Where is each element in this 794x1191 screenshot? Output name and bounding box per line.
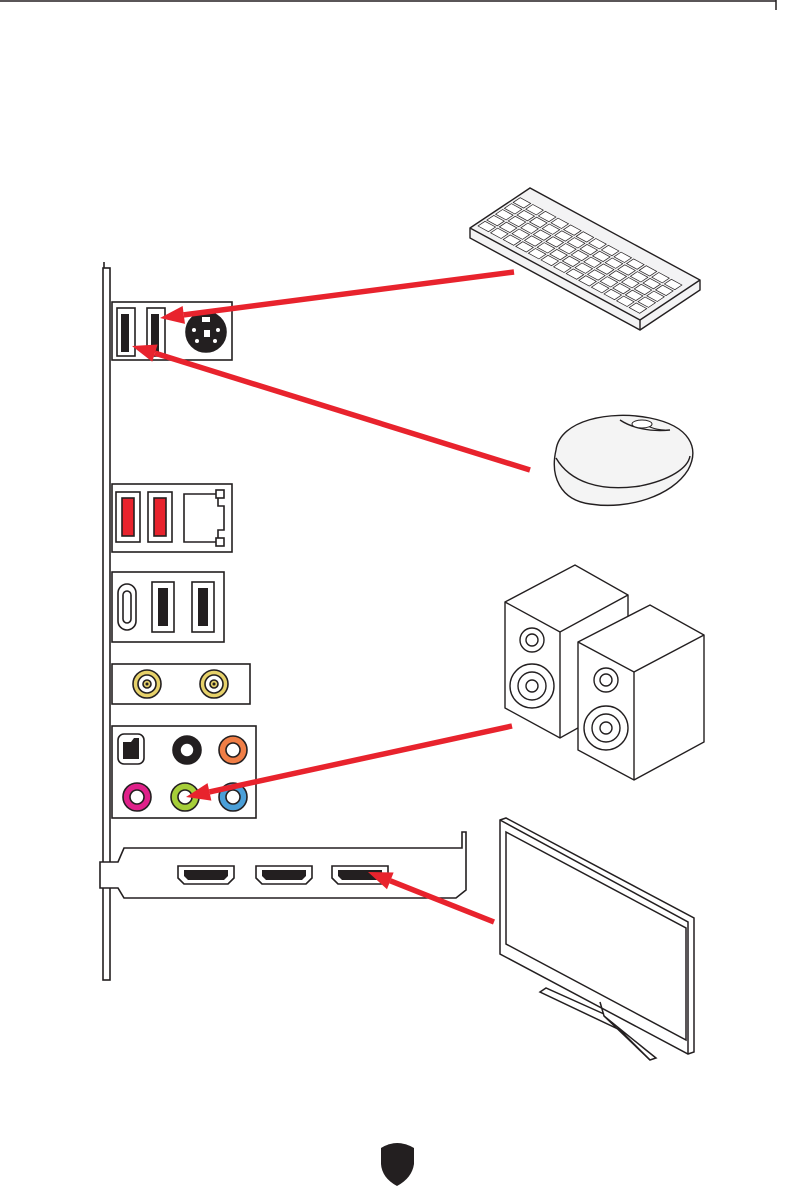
optical-spdif-port[interactable] bbox=[118, 734, 144, 764]
io-shield bbox=[100, 262, 466, 980]
arrow-mouse bbox=[132, 345, 530, 470]
hdmi-port-1[interactable] bbox=[178, 866, 234, 884]
lan-port[interactable] bbox=[184, 494, 224, 542]
antenna-connector-2[interactable] bbox=[200, 670, 228, 698]
arrow-mouse-shaft bbox=[155, 353, 530, 470]
speakers-icon bbox=[505, 565, 704, 780]
audio-jack-black[interactable] bbox=[173, 736, 201, 764]
antenna-connector-1[interactable] bbox=[133, 670, 161, 698]
arrow-keyboard-shaft bbox=[184, 272, 514, 315]
hdmi-port-2[interactable] bbox=[256, 866, 312, 884]
keyboard-icon bbox=[470, 188, 700, 330]
audio-jack-orange[interactable] bbox=[219, 736, 247, 764]
monitor-icon bbox=[500, 818, 694, 1060]
mouse-icon bbox=[554, 415, 692, 505]
audio-jack-pink[interactable] bbox=[123, 783, 151, 811]
msi-shield-icon bbox=[381, 1143, 414, 1186]
